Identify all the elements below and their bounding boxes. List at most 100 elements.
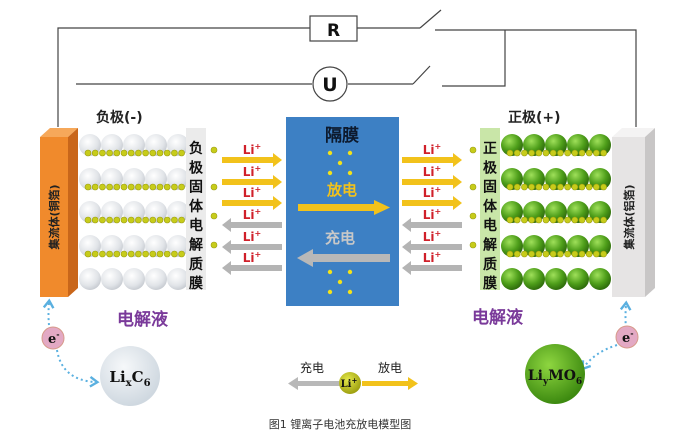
intercalated-lithium	[113, 149, 121, 157]
intercalated-lithium	[578, 250, 586, 258]
intercalated-lithium	[593, 216, 600, 224]
cathode-compound-label: LiyMO6	[528, 368, 582, 387]
intercalated-lithium	[135, 149, 142, 157]
sei-char: 解	[483, 237, 497, 254]
discharge-ion-arrow: Li+	[222, 142, 282, 167]
intercalated-lithium	[542, 183, 550, 191]
sei-char: 膜	[189, 275, 203, 292]
intercalated-lithium	[571, 250, 579, 258]
intercalated-lithium	[113, 250, 121, 258]
sei-char: 电	[189, 217, 203, 234]
separator-charge-label: 充电	[325, 229, 355, 247]
cathode-electron-label: e-	[622, 328, 634, 346]
intercalated-lithium	[156, 149, 164, 157]
legend-ion	[339, 372, 361, 394]
separator-dot	[347, 170, 353, 176]
intercalated-lithium	[171, 250, 178, 258]
electrolyte-label-left: 电解液	[117, 309, 168, 330]
intercalated-lithium	[600, 216, 607, 224]
cathode-electron-path-down	[581, 344, 618, 371]
cathode-electron	[615, 325, 639, 349]
separator-dot	[327, 150, 333, 156]
ion-label: Li+	[423, 229, 441, 244]
intercalated-lithium	[593, 149, 600, 157]
intercalated-lithium	[106, 183, 113, 191]
sei-char: 膜	[483, 275, 497, 292]
discharge-ion-arrow: Li+	[222, 185, 282, 210]
intercalated-lithium	[91, 250, 99, 258]
switch-bottom-blade	[412, 65, 431, 85]
intercalated-lithium	[178, 250, 185, 258]
intercalated-lithium	[99, 216, 106, 224]
cathode-compound-sphere	[525, 344, 585, 404]
discharge-ion-arrow: Li+	[402, 164, 462, 189]
sei-char: 正	[483, 141, 497, 157]
intercalated-lithium	[99, 149, 106, 157]
intercalated-lithium	[84, 149, 92, 157]
resistor	[309, 15, 358, 42]
intercalated-lithium	[156, 216, 164, 224]
intercalated-lithium	[585, 183, 593, 191]
anode-title: 负极(-)	[96, 109, 143, 126]
sei-char: 质	[189, 256, 203, 273]
intercalated-lithium	[171, 149, 178, 157]
electrolyte-label-right: 电解液	[472, 307, 523, 328]
intercalated-lithium	[149, 250, 157, 258]
voltmeter-label: U	[322, 74, 337, 96]
resistor-label: R	[327, 21, 340, 41]
intercalated-lithium	[106, 149, 113, 157]
intercalated-lithium	[593, 250, 600, 258]
intercalated-lithium	[578, 183, 586, 191]
intercalated-lithium	[120, 216, 128, 224]
intercalated-lithium	[557, 250, 564, 258]
intercalated-lithium	[528, 149, 535, 157]
intercalated-lithium	[142, 250, 149, 258]
electrode-particle	[145, 268, 167, 290]
intercalated-lithium	[585, 250, 593, 258]
sei-char: 固	[189, 180, 203, 196]
electrode-particle	[589, 268, 611, 290]
discharge-ion-arrow: Li+	[402, 142, 462, 167]
separator-dot	[337, 279, 343, 285]
intercalated-lithium	[127, 216, 135, 224]
intercalated-lithium	[135, 250, 142, 258]
intercalated-lithium	[564, 250, 571, 258]
intercalated-lithium	[91, 216, 99, 224]
intercalated-lithium	[535, 250, 543, 258]
cathode-collector-label: 集流体(铝箔)	[622, 184, 636, 250]
intercalated-lithium	[135, 216, 142, 224]
intercalated-lithium	[585, 149, 593, 157]
intercalated-lithium	[535, 149, 543, 157]
intercalated-lithium	[156, 183, 164, 191]
sei-char: 体	[189, 198, 204, 215]
intercalated-lithium	[542, 250, 550, 258]
intercalated-lithium	[506, 250, 514, 258]
cathode-particles	[501, 134, 611, 290]
lithium-dot	[469, 212, 477, 220]
electrode-particle	[123, 268, 145, 290]
intercalated-lithium	[542, 216, 550, 224]
switch-top-blade	[419, 9, 442, 29]
intercalated-lithium	[506, 149, 514, 157]
ion-arrows: Li+Li+Li+Li+Li+Li+Li+Li+Li+Li+Li+Li+	[222, 142, 462, 275]
lithium-dot	[469, 146, 477, 154]
discharge-ion-arrow: Li+	[402, 185, 462, 210]
intercalated-lithium	[593, 183, 600, 191]
lithium-dot	[210, 212, 218, 220]
separator-discharge-label: 放电	[326, 181, 357, 199]
lithium-dot	[210, 241, 218, 249]
sei-char: 质	[483, 256, 497, 273]
intercalated-lithium	[178, 149, 185, 157]
separator-discharge-arrow	[298, 200, 390, 215]
lithium-dot	[210, 183, 218, 191]
electrode-particle	[567, 268, 589, 290]
intercalated-lithium	[564, 183, 571, 191]
intercalated-lithium	[506, 183, 514, 191]
separator-charge-arrow	[297, 249, 390, 267]
legend-charge-arrow	[288, 377, 340, 390]
sei-char: 解	[189, 237, 203, 254]
charge-ion-arrow: Li+	[222, 250, 282, 275]
intercalated-lithium	[578, 149, 586, 157]
charge-ion-arrow: Li+	[222, 229, 282, 254]
